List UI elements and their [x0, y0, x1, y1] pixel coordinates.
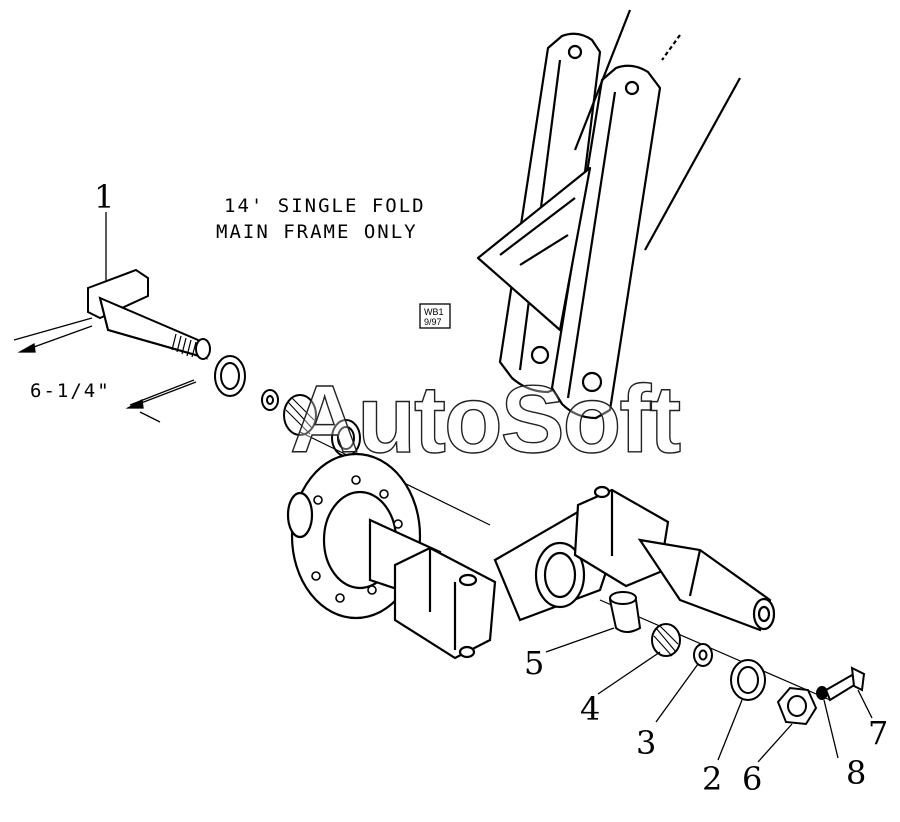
- main-frame-uprights: [476, 9, 741, 420]
- dimension-label: 6-1/4": [30, 380, 111, 402]
- callout-6: 6: [742, 760, 762, 798]
- spindle-pin: [87, 268, 211, 360]
- lower-small-parts: [608, 591, 866, 726]
- callout-3: 3: [636, 724, 656, 762]
- dimension-lines: [13, 317, 197, 423]
- stamp-line-2: 9/97: [424, 317, 442, 327]
- stamp-line-1: WB1: [424, 307, 444, 317]
- callout-1: 1: [94, 178, 114, 216]
- upper-seal-and-bearing-group: [214, 355, 361, 457]
- callout-7: 7: [868, 714, 888, 752]
- callout-8: 8: [846, 754, 866, 792]
- callout-2: 2: [702, 760, 722, 798]
- lock-washer: [816, 686, 828, 700]
- hub-and-axle-assembly: [286, 452, 776, 660]
- title-line-1: 14' SINGLE FOLD: [224, 195, 426, 217]
- callout-4: 4: [580, 690, 600, 728]
- bolt: [824, 673, 858, 702]
- callout-5: 5: [524, 644, 544, 682]
- watermark: AutoSoft: [290, 366, 680, 473]
- callout-leaders: [105, 212, 873, 763]
- revision-stamp: WB1 9/97: [419, 303, 451, 329]
- title-line-2: MAIN FRAME ONLY: [216, 221, 418, 243]
